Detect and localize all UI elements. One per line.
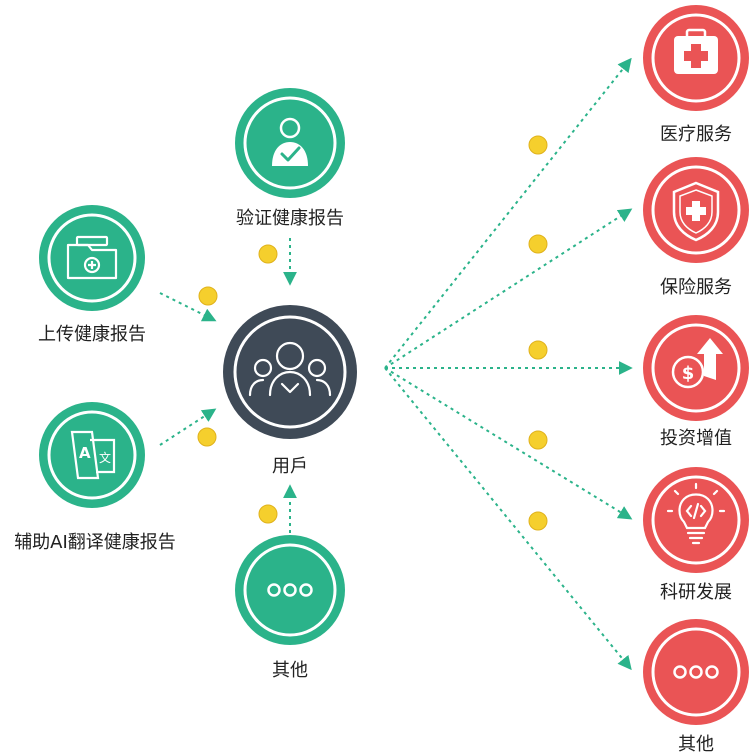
coin xyxy=(258,504,278,524)
medical-folder-icon xyxy=(66,235,118,280)
node-translate: A 文 xyxy=(39,402,145,508)
shield-cross-icon xyxy=(672,181,720,242)
node-research xyxy=(643,467,749,573)
label-research: 科研发展 xyxy=(660,582,732,603)
label-investment: 投资增值 xyxy=(660,428,732,449)
coin xyxy=(528,430,548,450)
label-other-out: 其他 xyxy=(678,734,714,755)
arrow-user-to-research xyxy=(384,367,633,520)
dollar-growth-icon: $ xyxy=(671,338,723,389)
coin xyxy=(528,135,548,155)
coins xyxy=(197,135,548,531)
svg-text:文: 文 xyxy=(99,450,111,465)
node-medical xyxy=(643,5,749,111)
first-aid-kit-icon xyxy=(674,28,718,74)
svg-text:A: A xyxy=(79,444,91,462)
label-insurance: 保险服务 xyxy=(660,277,732,298)
coin xyxy=(528,511,548,531)
node-upload xyxy=(39,205,145,311)
users-group-icon xyxy=(248,341,332,397)
verified-user-icon xyxy=(272,117,308,166)
node-other-out xyxy=(643,619,749,725)
node-verify xyxy=(235,88,345,198)
node-insurance xyxy=(643,157,749,263)
coin xyxy=(197,427,217,447)
coin xyxy=(198,286,218,306)
coin xyxy=(528,340,548,360)
coin xyxy=(258,244,278,264)
svg-text:$: $ xyxy=(682,363,695,384)
more-dots-icon xyxy=(673,665,719,679)
label-translate: 辅助AI翻译健康报告 xyxy=(14,532,176,553)
label-medical: 医疗服务 xyxy=(660,124,732,145)
arrow-user-to-insurance xyxy=(384,208,633,369)
arrow-user-to-medical xyxy=(384,57,632,369)
label-upload: 上传健康报告 xyxy=(38,324,146,345)
coin xyxy=(528,234,548,254)
label-user: 用戶 xyxy=(272,456,308,477)
label-verify: 验证健康报告 xyxy=(236,208,344,229)
more-dots-icon xyxy=(267,583,313,597)
translate-icon: A 文 xyxy=(70,430,116,480)
label-other-in: 其他 xyxy=(272,660,308,681)
node-other-in xyxy=(235,535,345,645)
user-node xyxy=(223,305,357,439)
node-investment: $ xyxy=(643,315,749,421)
arrow-upload-to-user xyxy=(159,292,217,322)
arrow-user-to-other xyxy=(384,367,632,671)
lightbulb-code-icon xyxy=(666,482,726,545)
